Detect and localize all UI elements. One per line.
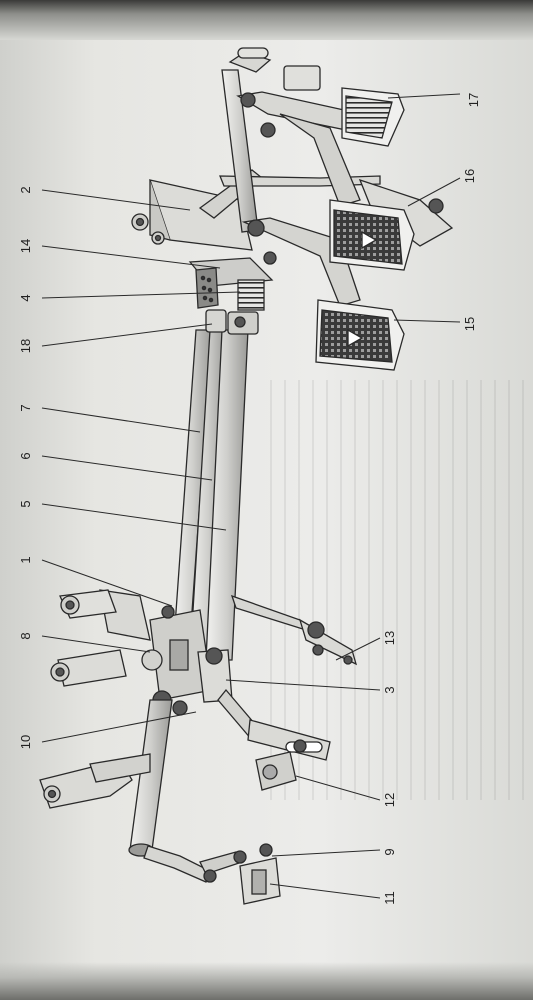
callout-15: 15 <box>462 317 477 331</box>
lower-bracket-1 <box>50 589 151 687</box>
leader-18 <box>41 323 213 347</box>
pivot-block-8 <box>141 605 213 716</box>
callout-18: 18 <box>18 339 33 353</box>
callout-11: 11 <box>382 891 397 905</box>
pedal-pad-17 <box>341 87 405 147</box>
leader-8 <box>41 635 151 653</box>
callout-3: 3 <box>382 686 397 693</box>
callout-7: 7 <box>18 404 33 411</box>
leader-9 <box>271 849 381 857</box>
leader-15 <box>393 319 461 323</box>
callout-16: 16 <box>462 169 477 183</box>
leader-10 <box>41 711 197 743</box>
pivot-shaft-upper <box>221 47 272 233</box>
leader-17 <box>387 93 461 99</box>
callout-1: 1 <box>18 556 33 563</box>
link-9-11 <box>143 843 281 905</box>
leader-11 <box>269 883 381 899</box>
leader-lines <box>41 93 461 899</box>
top-shadow-edge <box>0 0 533 40</box>
callout-4: 4 <box>18 294 33 301</box>
leader-4 <box>41 291 241 299</box>
callout-17: 17 <box>466 93 481 107</box>
leader-1 <box>41 559 173 607</box>
leader-12 <box>295 775 381 801</box>
spring-4 <box>237 279 265 311</box>
arm-12 <box>217 688 331 791</box>
callout-12: 12 <box>382 793 397 807</box>
callout-5: 5 <box>18 500 33 507</box>
leader-7 <box>41 407 201 433</box>
pedal-pad-15 <box>315 299 405 371</box>
callout-2: 2 <box>18 186 33 193</box>
block-3 <box>197 647 233 703</box>
leader-13 <box>335 637 381 661</box>
arm-13 <box>230 594 358 666</box>
bottom-shadow-edge <box>0 962 533 1000</box>
callout-9: 9 <box>382 848 397 855</box>
lower-left-arm <box>39 753 151 809</box>
frame <box>39 47 454 905</box>
leader-16 <box>407 177 461 207</box>
pedal-arm-17 <box>236 65 361 207</box>
pedal-pad-16 <box>329 199 415 271</box>
show-through-text <box>270 380 530 800</box>
callout-6: 6 <box>18 452 33 459</box>
callout-14: 14 <box>18 239 33 253</box>
leader-3 <box>225 679 381 691</box>
callout-8: 8 <box>18 632 33 639</box>
callouts: 17 2 16 14 4 18 15 7 6 5 1 8 13 10 3 12 … <box>18 93 481 905</box>
clamp-18 <box>205 309 259 335</box>
callout-13: 13 <box>382 631 397 645</box>
bracket-14 <box>188 257 274 309</box>
leader-2 <box>41 189 191 211</box>
leader-14 <box>41 245 221 269</box>
leader-6 <box>41 455 213 481</box>
leader-5 <box>41 503 227 531</box>
callout-10: 10 <box>18 735 33 749</box>
